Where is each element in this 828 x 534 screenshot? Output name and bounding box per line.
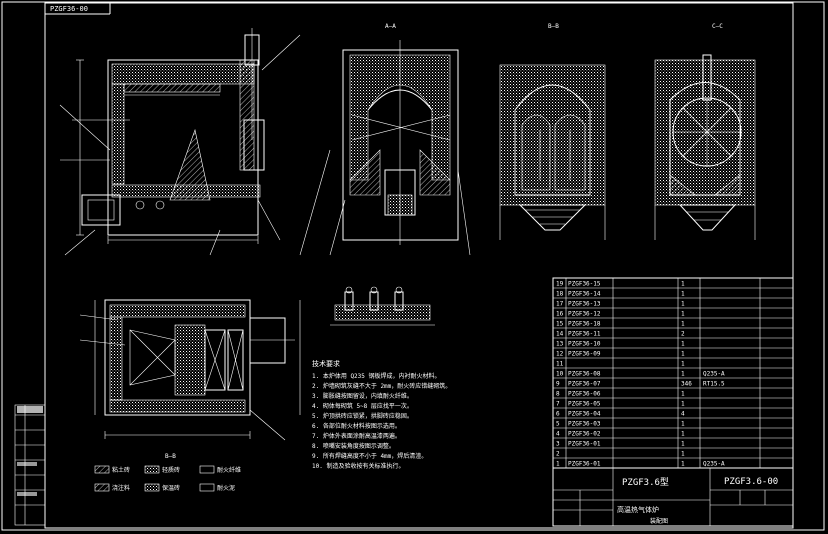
view-label-b: B—B [548, 23, 559, 30]
note-4: 4. 砌体每砌筑 5~8 层应找平一次。 [312, 402, 413, 410]
parts-cell-code: PZGF36-12 [568, 311, 601, 318]
view-label-d: B—B [165, 453, 176, 460]
parts-cell-no: 17 [556, 301, 564, 308]
parts-cell-code: PZGF36-15 [568, 281, 601, 288]
legend-4: 浇注料 [112, 484, 130, 492]
note-7: 7. 炉体外表面涂耐高温漆两遍。 [312, 432, 401, 440]
note-1: 1. 本炉体用 Q235 钢板焊成，内衬耐火材料。 [312, 372, 441, 380]
parts-cell-mat: RT15.5 [703, 381, 725, 388]
parts-cell-qty: 346 [681, 381, 692, 388]
parts-cell-qty: 1 [681, 371, 685, 378]
legend-6: 耐火泥 [217, 484, 235, 492]
legend-2: 轻质砖 [162, 466, 180, 474]
parts-cell-no: 14 [556, 331, 564, 338]
parts-cell-qty: 1 [681, 451, 685, 458]
parts-cell-code: PZGF36-06 [568, 391, 601, 398]
note-9: 9. 所有焊缝高度不小于 4mm，焊后清渣。 [312, 452, 427, 460]
parts-cell-code: PZGF36-13 [568, 301, 601, 308]
parts-cell-qty: 1 [681, 311, 685, 318]
parts-cell-no: 7 [556, 401, 560, 408]
parts-cell-qty: 1 [681, 421, 685, 428]
parts-cell-qty: 1 [681, 431, 685, 438]
section-view-c: C—C [654, 23, 756, 240]
note-10: 10. 制造及验收按有关标准执行。 [312, 462, 404, 470]
note-8: 8. 喷嘴安装角度按图示调整。 [312, 442, 395, 450]
parts-cell-no: 4 [556, 431, 560, 438]
title-block: PZGF3.6型 高温热气体炉 装配图 PZGF3.6-00 [552, 467, 794, 527]
parts-cell-code: PZGF36-18 [568, 321, 601, 328]
binding-strip [14, 404, 46, 526]
technical-notes: 技术要求 1. 本炉体用 Q235 钢板焊成，内衬耐火材料。 2. 炉墙砌筑灰缝… [312, 359, 451, 470]
parts-cell-qty: 1 [681, 321, 685, 328]
parts-cell-qty: 1 [681, 361, 685, 368]
parts-cell-qty: 1 [681, 461, 685, 468]
parts-cell-no: 3 [556, 441, 560, 448]
note-5: 5. 炉顶拱砖应锁紧，拱脚砖应稳固。 [312, 412, 413, 420]
parts-cell-code: PZGF36-04 [568, 411, 601, 418]
stamp-code: PZGF36-00 [50, 5, 88, 13]
parts-cell-no: 15 [556, 321, 564, 328]
parts-cell-qty: 1 [681, 401, 685, 408]
parts-cell-no: 19 [556, 281, 564, 288]
inner-border [44, 2, 794, 529]
view-label-a: A—A [385, 23, 396, 30]
parts-cell-code: PZGF36-14 [568, 291, 601, 298]
title-model: PZGF3.6型 [622, 477, 669, 488]
parts-cell-qty: 2 [681, 331, 685, 338]
parts-cell-no: 12 [556, 351, 564, 358]
front-section-view [59, 28, 301, 256]
parts-cell-no: 18 [556, 291, 564, 298]
parts-cell-no: 13 [556, 341, 564, 348]
parts-cell-no: 11 [556, 361, 564, 368]
title-company: 装配图 [650, 517, 668, 525]
parts-cell-qty: 1 [681, 351, 685, 358]
parts-cell-code: PZGF36-02 [568, 431, 601, 438]
parts-cell-qty: 1 [681, 281, 685, 288]
note-2: 2. 炉墙砌筑灰缝不大于 2mm，耐火砖应错缝砌筑。 [312, 382, 451, 390]
parts-cell-code: PZGF36-01 [568, 441, 601, 448]
parts-cell-qty: 1 [681, 291, 685, 298]
parts-cell-qty: 1 [681, 441, 685, 448]
parts-cell-no: 6 [556, 411, 560, 418]
title-drawing-no: PZGF3.6-00 [724, 477, 778, 487]
view-label-c: C—C [712, 23, 723, 30]
anchor-detail [330, 286, 435, 326]
parts-cell-code: PZGF36-07 [568, 381, 601, 388]
parts-cell-code: PZGF36-11 [568, 331, 601, 338]
parts-cell-no: 5 [556, 421, 560, 428]
legend-3: 耐火纤维 [217, 466, 241, 474]
notes-heading: 技术要求 [312, 359, 340, 368]
parts-cell-qty: 1 [681, 301, 685, 308]
parts-cell-code: PZGF36-05 [568, 401, 601, 408]
legend-1: 粘土砖 [112, 466, 130, 474]
parts-cell-no: 10 [556, 371, 564, 378]
parts-cell-code: PZGF36-01 [568, 461, 601, 468]
material-legend: 粘土砖 轻质砖 耐火纤维 浇注料 保温砖 耐火泥 [94, 465, 241, 492]
parts-cell-no: 16 [556, 311, 564, 318]
parts-cell-code: PZGF36-09 [568, 351, 601, 358]
parts-cell-code: PZGF36-08 [568, 371, 601, 378]
parts-cell-no: 8 [556, 391, 560, 398]
parts-cell-no: 9 [556, 381, 560, 388]
parts-cell-mat: Q235-A [703, 371, 725, 378]
title-name: 高温热气体炉 [617, 505, 659, 514]
note-6: 6. 各部位耐火材料按图示选用。 [312, 422, 401, 430]
parts-cell-qty: 1 [681, 341, 685, 348]
parts-cell-qty: 1 [681, 391, 685, 398]
legend-5: 保温砖 [162, 484, 180, 492]
parts-cell-code: PZGF36-10 [568, 341, 601, 348]
parts-cell-no: 1 [556, 461, 560, 468]
note-3: 3. 膨胀缝按图留设，内填耐火纤维。 [312, 392, 413, 400]
section-view-a: A—A [299, 23, 471, 256]
parts-cell-qty: 4 [681, 411, 685, 418]
parts-cell-mat: Q235-A [703, 461, 725, 468]
plan-view: B—B [79, 299, 301, 460]
parts-cell-code: PZGF36-03 [568, 421, 601, 428]
section-view-b: B—B [499, 23, 606, 240]
parts-cell-no: 2 [556, 451, 560, 458]
